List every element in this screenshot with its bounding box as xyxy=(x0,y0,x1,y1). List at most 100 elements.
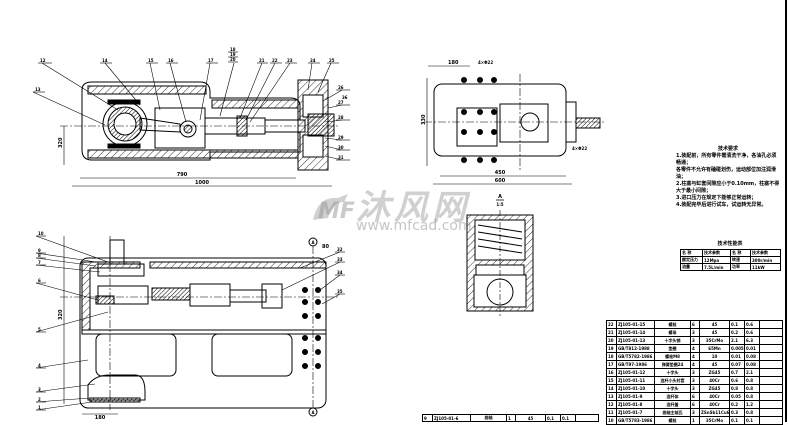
table-cell: 曲轴主轴瓦 xyxy=(654,408,691,417)
crosshead xyxy=(189,283,231,307)
table-cell: 连杆体 xyxy=(654,392,691,401)
table-cell: 0.8 xyxy=(744,392,760,401)
table-cell: 0.2 xyxy=(729,328,745,337)
dim-320-bottom: 320 xyxy=(58,309,64,320)
table-cell: 0.8 xyxy=(744,408,760,417)
tech-req-item: 大于最小间隙； xyxy=(676,188,712,194)
table-cell: 0.05 xyxy=(729,392,745,401)
dim-320: 320 xyxy=(58,137,64,148)
dimension-labels: 790 1000 320 180 4×Φ22 330 450 600 4×Φ22… xyxy=(58,60,587,421)
crosshead-wall-top xyxy=(211,99,299,109)
tech-req-item: 4.装配完毕后进行试车，试运转无异常。 xyxy=(676,202,767,208)
table-cell: 0.3 xyxy=(729,408,745,417)
callout: 6 xyxy=(38,278,41,283)
table-cell: 4 xyxy=(690,344,700,353)
dim-790: 790 xyxy=(177,172,188,178)
table-cell: 3 xyxy=(690,376,700,385)
bottom-valve xyxy=(87,374,146,401)
table-cell: GB/T5783-1986 xyxy=(616,416,655,425)
callout: 2 xyxy=(38,397,41,402)
callout: 16 xyxy=(168,58,174,63)
tech-req-item: 各零件不允许有磕碰划伤，运动部位加注润滑油； xyxy=(676,167,777,180)
table-cell: 0.8 xyxy=(744,384,760,393)
table-cell: 名 称 xyxy=(680,249,703,257)
table-cell: ZG45 xyxy=(699,384,730,393)
callout: 31 xyxy=(338,155,344,160)
table-cell: 名 称 xyxy=(730,249,751,257)
table-cell-empty xyxy=(759,384,783,393)
table-cell: 0.1 xyxy=(729,320,745,329)
table-cell: 40Cr xyxy=(699,376,730,385)
table-cell: 2.1 xyxy=(744,368,760,377)
table-cell: 10 xyxy=(606,416,617,425)
dim-600: 600 xyxy=(495,178,506,184)
table-cell: ZJ105-01-12 xyxy=(616,368,655,377)
table-cell: ZJ105-01-6 xyxy=(432,414,471,422)
table-cell-empty xyxy=(759,360,783,369)
dim-180-bottom: 180 xyxy=(95,415,106,421)
table-cell-empty xyxy=(759,352,783,361)
table-cell-empty xyxy=(759,408,783,417)
base-frame xyxy=(79,257,327,409)
front-section-view xyxy=(32,51,350,187)
crankshaft xyxy=(113,112,137,136)
table-cell: 0.08 xyxy=(744,352,760,361)
table-cell: ZJ105-01-9 xyxy=(616,392,655,401)
table-cell: 7.5L/min xyxy=(702,263,731,271)
table-cell: 19 xyxy=(606,344,617,353)
callout: 1 xyxy=(38,405,41,410)
table-cell: 0.01 xyxy=(729,352,745,361)
table-cell: 4 xyxy=(690,352,700,361)
table-cell: ZJ105-01-7 xyxy=(616,408,655,417)
dim-1000: 1000 xyxy=(195,180,209,186)
dim-bolt-holes: 4×Φ22 xyxy=(478,60,493,65)
table-cell: 弹簧垫圈24 xyxy=(654,360,691,369)
table-cell: ZJ105-01-13 xyxy=(616,336,655,345)
table-cell-empty xyxy=(575,414,599,422)
callout: 28 xyxy=(338,115,344,120)
table-cell-empty xyxy=(759,336,783,345)
bolt-holes xyxy=(461,77,497,163)
table-cell: 连杆盖 xyxy=(654,400,691,409)
table-cell: 螺栓 xyxy=(654,416,691,425)
callout: 23 xyxy=(287,58,293,63)
table-cell: 0.8 xyxy=(729,384,745,393)
flange-bolts xyxy=(302,287,321,369)
table-cell: 十字头 xyxy=(654,384,691,393)
table-cell: ZJ105-01-15 xyxy=(616,320,655,329)
table-cell: 螺栓 xyxy=(654,320,691,329)
table-cell: 0.08 xyxy=(744,360,760,369)
callout: 24 xyxy=(310,58,316,63)
table-cell: 15 xyxy=(606,376,617,385)
svg-text:MF: MF xyxy=(318,199,355,224)
table-cell: 0.6 xyxy=(744,320,760,329)
callout: 5 xyxy=(38,327,41,332)
table-cell: 0.1 xyxy=(560,414,576,422)
table-cell-empty xyxy=(759,320,783,329)
technical-requirements: 技术要求 1.装配前，所有零件需清洗干净，各油孔必须畅通； 各零件不允许有磕碰划… xyxy=(676,146,780,209)
table-cell: 0.005 xyxy=(729,344,745,353)
callout: 17 xyxy=(208,58,214,63)
tech-req-item: 3.进口压力在规定下能够正常运转； xyxy=(676,195,757,201)
valve-detail-view xyxy=(466,199,534,318)
table-cell: 12 xyxy=(606,400,617,409)
callout: 15 xyxy=(148,58,154,63)
table-cell: 0.07 xyxy=(729,360,745,369)
table-cell-empty xyxy=(759,368,783,377)
table-cell: 40Cr xyxy=(699,392,730,401)
table-cell: 十字头销 xyxy=(654,336,691,345)
table-cell: 流量 xyxy=(680,263,703,271)
table-cell: 0.8 xyxy=(744,376,760,385)
dim-80: 80 xyxy=(322,244,329,250)
table-cell: 3 xyxy=(690,408,700,417)
callout: 21 xyxy=(259,58,265,63)
table-cell: 13 xyxy=(606,392,617,401)
table-cell: 17 xyxy=(606,360,617,369)
table-cell: 40Cr xyxy=(699,400,730,409)
callout: 30 xyxy=(338,145,344,150)
table-cell: 11kW xyxy=(750,263,781,271)
table-cell: 功率 xyxy=(730,263,751,271)
